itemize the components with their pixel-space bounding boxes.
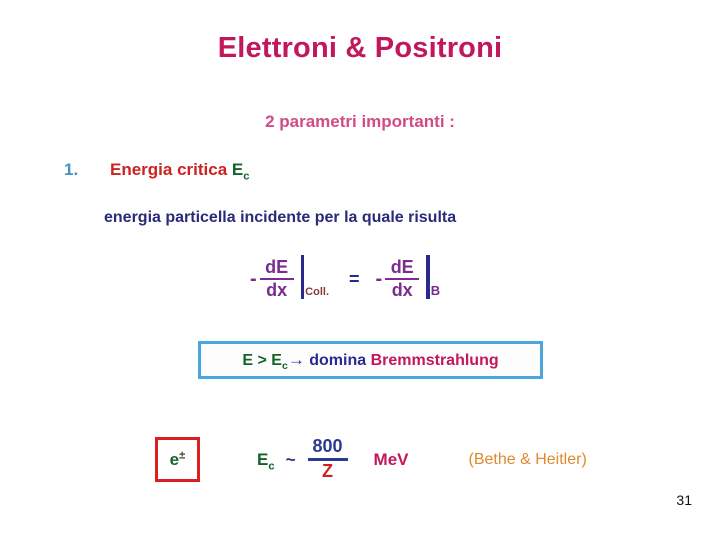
statement-critical-subscript: c — [281, 360, 288, 373]
statement-text: E > Ec→ domina Bremmstrahlung — [242, 350, 499, 373]
right-bar-subscript: B — [430, 283, 441, 299]
left-denominator: dx — [266, 280, 288, 301]
arrow-icon: → — [287, 350, 305, 369]
ec-approximation: Ec ~ 800 Z MeV (Bethe & Heitler) — [257, 437, 587, 481]
ec-fraction-bar — [307, 458, 348, 461]
list-item-number: 1. — [64, 160, 79, 179]
left-numerator: dE — [265, 257, 289, 277]
right-fraction-bar — [385, 277, 420, 281]
equals-sign: = — [349, 268, 360, 289]
attribution-text: (Bethe & Heitler) — [468, 450, 587, 468]
ec-denominator: Z — [322, 460, 334, 481]
ec-symbol: Ec — [257, 449, 275, 472]
right-numerator: dE — [390, 257, 414, 277]
left-evaluation-bar — [300, 255, 305, 299]
statement-process: Bremmstrahlung — [370, 352, 499, 369]
list-item-1: 1. Energia critica Ec — [64, 160, 250, 183]
stopping-power-equation: - dE dx Coll. = - dE dx B — [250, 255, 441, 301]
equation-left-term: - dE dx Coll. — [250, 255, 330, 301]
particle-superscript: ± — [179, 448, 186, 461]
item-description: energia particella incidente per la qual… — [104, 209, 457, 226]
ec-numerator: 800 — [312, 436, 343, 457]
statement-relation: > — [253, 352, 272, 369]
particle-symbol: e — [169, 449, 180, 469]
item-label: Energia critica — [110, 160, 232, 179]
ec-fraction: 800 Z — [307, 436, 348, 481]
ec-letter: E — [257, 449, 269, 469]
right-denominator: dx — [391, 280, 413, 301]
statement-verb: domina — [304, 352, 371, 369]
critical-energy-symbol: E — [231, 160, 244, 179]
list-item-text: Energia critica Ec — [110, 160, 250, 183]
left-fraction: dE dx — [259, 257, 294, 301]
subtitle: 2 parametri importanti : — [265, 112, 455, 131]
statement-box: E > Ec→ domina Bremmstrahlung — [198, 341, 543, 379]
critical-energy-subscript: c — [243, 170, 250, 183]
particle-box: e± — [155, 437, 200, 482]
left-minus-sign: - — [250, 267, 257, 290]
page-title: Elettroni & Positroni — [217, 32, 503, 64]
right-minus-sign: - — [375, 267, 383, 290]
left-bar-subscript: Coll. — [305, 286, 330, 299]
right-evaluation-bar — [426, 255, 430, 299]
statement-critical: E — [271, 352, 282, 369]
left-fraction-bar — [259, 277, 294, 281]
energy-unit: MeV — [373, 449, 409, 469]
equation-right-term: - dE dx B — [375, 255, 441, 301]
ec-subscript: c — [268, 459, 275, 472]
critical-energy-formula-row: e± Ec ~ 800 Z MeV (Bethe & Heitler) — [155, 437, 587, 482]
particle-label: e± — [169, 448, 186, 470]
approximation-sign: ~ — [285, 449, 296, 469]
page-number: 31 — [676, 492, 692, 508]
statement-energy: E — [242, 352, 254, 369]
right-fraction: dE dx — [385, 257, 420, 301]
